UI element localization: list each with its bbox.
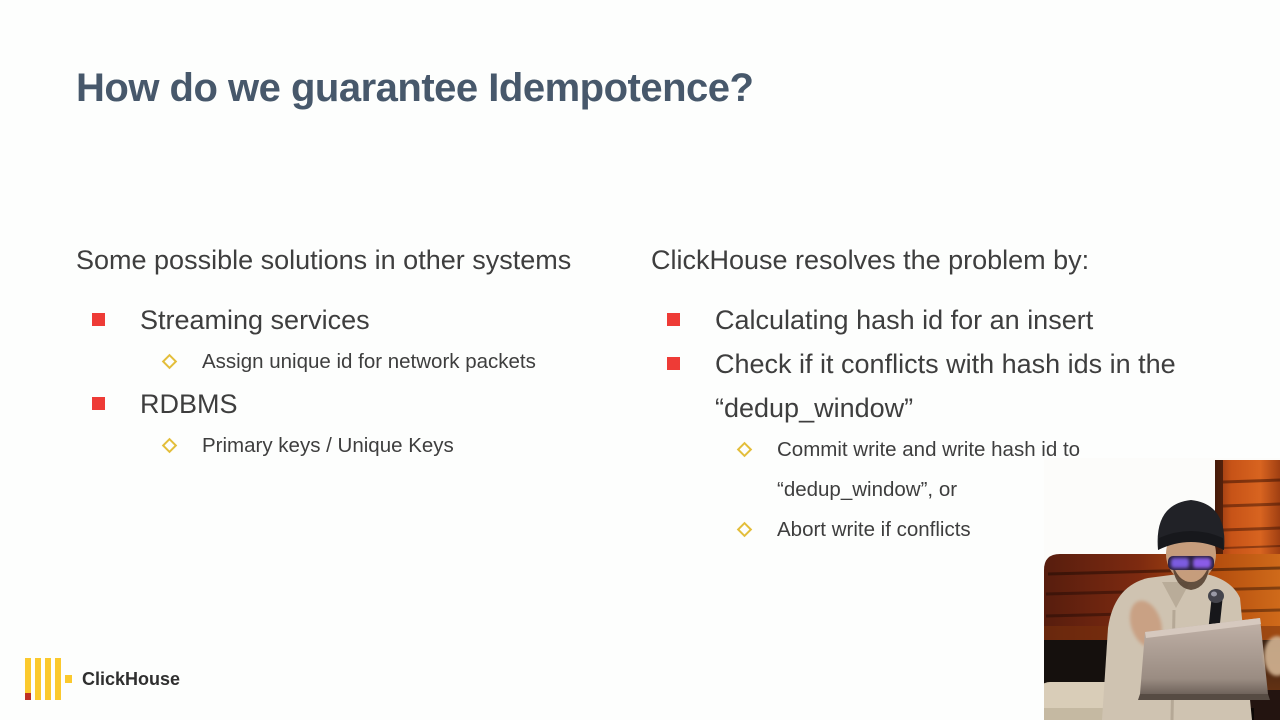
list-subitem: Primary keys / Unique Keys — [76, 426, 644, 466]
list-subitem-label: Abort write if conflicts — [777, 518, 971, 541]
wood-wall — [1215, 460, 1280, 558]
logo-bar — [55, 658, 61, 700]
second-hand — [1264, 636, 1280, 676]
list-subitem: Abort write if conflicts — [651, 510, 1225, 550]
square-bullet-icon — [667, 313, 680, 326]
list-item: Check if it conflicts with hash ids in t… — [651, 342, 1225, 430]
diamond-bullet-icon — [736, 441, 753, 458]
list-item-label: Calculating hash id for an insert — [715, 305, 1094, 335]
diamond-bullet-icon — [736, 521, 753, 538]
diamond-bullet-icon — [161, 353, 178, 370]
list-subitem-label: Primary keys / Unique Keys — [202, 434, 454, 457]
clickhouse-logo-icon — [25, 658, 72, 700]
logo-bar — [35, 658, 41, 700]
list-subitem-label: Assign unique id for network packets — [202, 350, 536, 373]
bullet-list: Streaming services Assign unique id for … — [76, 298, 644, 466]
logo-dot — [65, 675, 72, 683]
logo-wordmark: ClickHouse — [82, 668, 181, 689]
list-item-label: RDBMS — [140, 389, 238, 419]
square-bullet-icon — [667, 357, 680, 370]
column-header: Some possible solutions in other systems — [76, 245, 572, 275]
list-subitem: Assign unique id for network packets — [76, 342, 644, 382]
diamond-bullet-icon — [161, 437, 178, 454]
list-item: Calculating hash id for an insert — [651, 298, 1225, 342]
column-header: ClickHouse resolves the problem by: — [651, 245, 1090, 275]
column-clickhouse-solution: ClickHouse resolves the problem by: Calc… — [651, 244, 1225, 550]
list-item: Streaming services — [76, 298, 644, 342]
bullet-list: Calculating hash id for an insert Check … — [651, 298, 1225, 550]
list-item-label: Check if it conflicts with hash ids in t… — [715, 349, 1176, 423]
speaker-video — [1044, 458, 1280, 720]
list-item-label: Streaming services — [140, 305, 370, 335]
list-subitem: Commit write and write hash id to “dedup… — [651, 430, 1225, 510]
list-subitem-label: Commit write and write hash id to “dedup… — [777, 438, 1081, 501]
square-bullet-icon — [92, 313, 105, 326]
column-other-systems: Some possible solutions in other systems… — [76, 244, 644, 466]
slide-title: How do we guarantee Idempotence? — [76, 66, 754, 110]
logo-bar — [25, 658, 31, 700]
square-bullet-icon — [92, 397, 105, 410]
list-item: RDBMS — [76, 382, 644, 426]
logo-red-tip — [25, 693, 31, 700]
clickhouse-logo: ClickHouse — [25, 658, 180, 700]
speaker-laptop — [1138, 618, 1270, 700]
logo-bar — [45, 658, 51, 700]
